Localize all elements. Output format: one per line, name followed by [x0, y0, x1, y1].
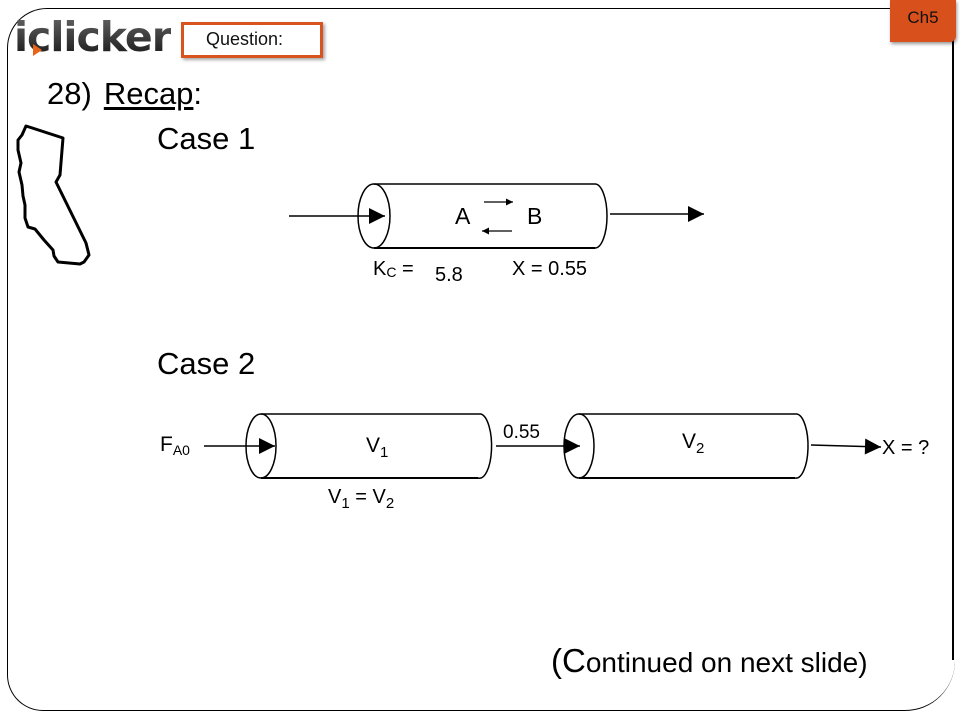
case2-reactor-2	[563, 413, 882, 479]
species-a: A	[455, 203, 471, 229]
chapter-label: Ch5	[907, 8, 939, 27]
question-box: Question:	[181, 22, 323, 58]
continued-note: (Continued on next slide)	[551, 642, 868, 679]
question-label: Question:	[206, 29, 284, 49]
outlet-conversion: X = ?	[882, 437, 929, 459]
case1-reactor-outlet-face	[594, 183, 608, 249]
case1-label: Case 1	[157, 121, 256, 156]
volume-relation: V1 = V2	[328, 486, 394, 512]
species-b: B	[527, 203, 542, 229]
case2-label: Case 2	[157, 346, 256, 381]
reactor1-label: V1	[366, 434, 388, 461]
logo-arrow-icon	[33, 44, 42, 56]
slide-title: 28) Recap:	[47, 76, 202, 112]
california-outline-icon	[16, 124, 91, 266]
outlet-arrow	[810, 438, 882, 455]
case2-reactor-1	[204, 413, 493, 479]
feed-label: FA0	[160, 433, 190, 458]
kc-value: 5.8	[435, 264, 463, 286]
question-number: 28)	[47, 76, 92, 111]
slide-frame-right-edge	[952, 40, 954, 660]
case1-conversion: X = 0.55	[512, 258, 587, 280]
intermediate-conversion: 0.55	[503, 422, 540, 443]
chapter-tab: Ch5	[890, 0, 956, 42]
title-word: Recap	[103, 76, 194, 111]
iclicker-logo: iclicker	[14, 12, 172, 62]
reactor2-label: V2	[682, 430, 704, 457]
title-colon: :	[193, 76, 203, 111]
kc-label: KC =	[373, 258, 414, 280]
slide-frame	[7, 8, 955, 711]
case1-reactor	[289, 183, 704, 249]
